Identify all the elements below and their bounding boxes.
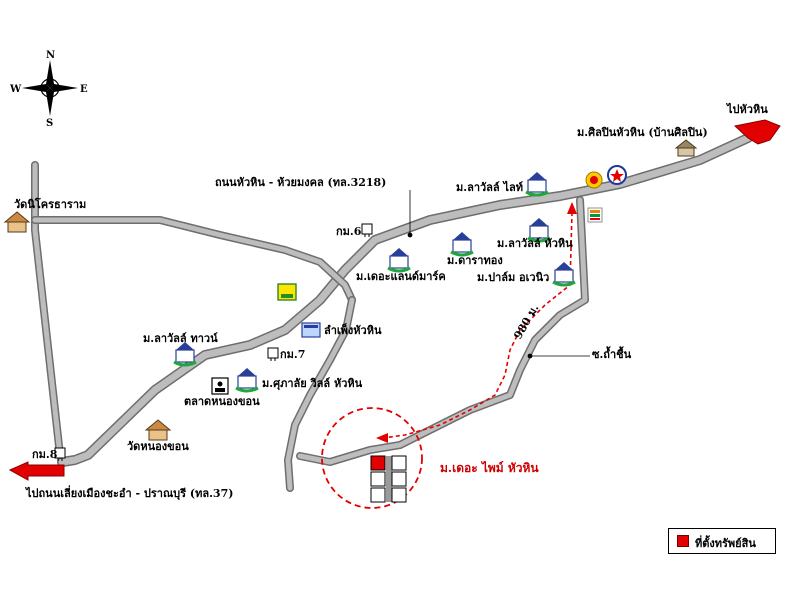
label-talat: ตลาดหนองขอน [184,395,260,408]
km-post-icon [361,223,373,237]
label-soi: ซ.ถ้ำชื้น [592,346,632,361]
legend: ที่ตั้งทรัพย์สิน [668,528,776,554]
property-plots [370,455,407,503]
label-lamphueng: ลำเพ็งหัวหิน [324,323,382,337]
village-icon [235,368,259,393]
main-road [57,133,753,467]
village-icon [450,232,474,257]
km-post-icon [54,447,66,461]
label-landmark: ม.เดอะแลนด์มาร์ค [356,270,446,283]
market-icon [211,377,229,395]
village-icon [552,262,576,287]
route-arrow-up [567,202,577,214]
property-circle [321,407,423,509]
label-palm: ม.ปาล์ม อเวนิว [477,271,549,284]
store-icon [277,283,297,301]
compass-north: N [46,50,55,61]
house-icon [674,139,698,157]
leader-lines [407,190,590,359]
label-property: ม.เดอะ ไพม์ หัวหิน [440,460,539,475]
seven-eleven-icon [587,207,603,223]
north-road [31,216,356,304]
village-icon [173,342,197,367]
store-icon [301,322,321,338]
label-laguna-light: ม.ลาวัลล์ ไลท์ [456,180,523,194]
compass-east: E [80,84,88,95]
road-network [31,133,753,492]
label-supalai: ม.ศุภาลัย วิลล์ หัวหิน [262,377,363,391]
compass-icon: N S W E [9,50,88,129]
label-laguna-huahin: ม.ลาวัลล์ หัวหิน [497,237,573,250]
label-wat-nikhom: วัดนิโครธาราม [14,197,86,211]
gas-station-icon [607,165,627,185]
route-line [382,211,573,439]
compass-south: S [46,118,53,129]
temple-icon [3,211,31,233]
label-km7: กม.7 [280,348,305,361]
village-icon [525,172,549,197]
temple-icon [144,419,172,441]
arrow-to-huahin [733,119,781,145]
route-arrow-left [376,433,388,443]
label-taratong: ม.ดาราทอง [447,254,503,267]
label-road-main: ถนนหัวหิน - ห้วยมงคล (ทล.3218) [215,176,386,189]
village-icon [387,248,411,273]
village-icon [527,218,551,243]
label-laguna-town: ม.ลาวัลล์ ทาวน์ [143,332,218,345]
label-to-huahin: ไปหัวหิน [725,102,768,116]
label-silpin: ม.ศิลปินหัวหิน (บ้านศิลปิน) [577,126,708,139]
label-wat-nong: วัดหนองขอน [127,440,189,453]
label-km6: กม.6 [336,225,362,238]
km-post-icon [267,347,279,361]
label-to-chaam: ไปถนนเลี่ยงเมืองชะอำ - ปราณบุรี (ทล.37) [24,485,233,501]
label-km8: กม.8 [32,448,58,461]
legend-label: ที่ตั้งทรัพย์สิน [695,537,756,550]
gas-station-icon [585,171,603,189]
arrow-to-chaam [8,461,65,481]
compass-west: W [9,84,22,95]
legend-swatch [677,535,689,547]
